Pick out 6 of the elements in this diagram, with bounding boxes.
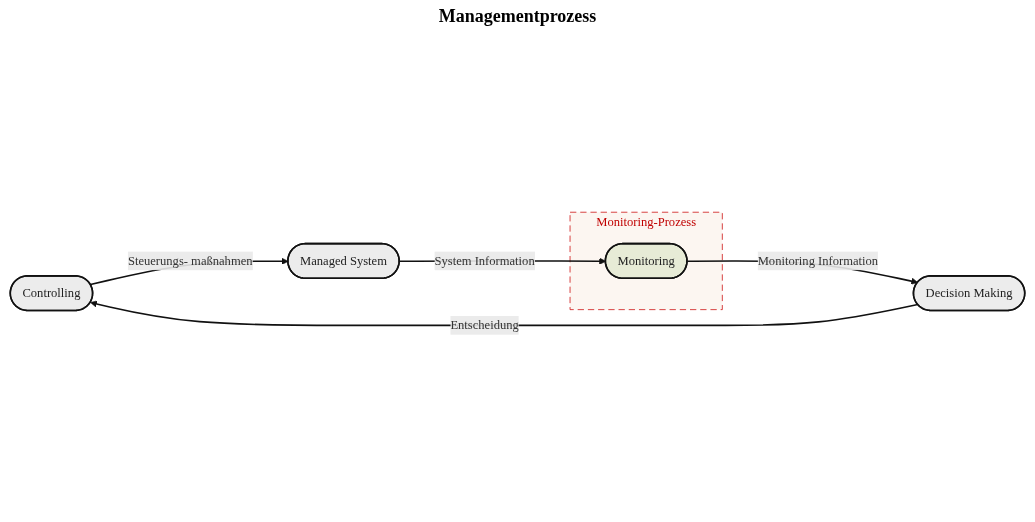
edge-label: Monitoring Information: [757, 253, 879, 268]
arrow: [90, 300, 919, 327]
edge-label: System Information: [434, 253, 535, 268]
edge-label: Steuerungs- maßnahmen: [127, 253, 253, 268]
edge-label: Entscheidung: [450, 318, 519, 332]
diagram-label: Managementprozess: [438, 6, 597, 27]
